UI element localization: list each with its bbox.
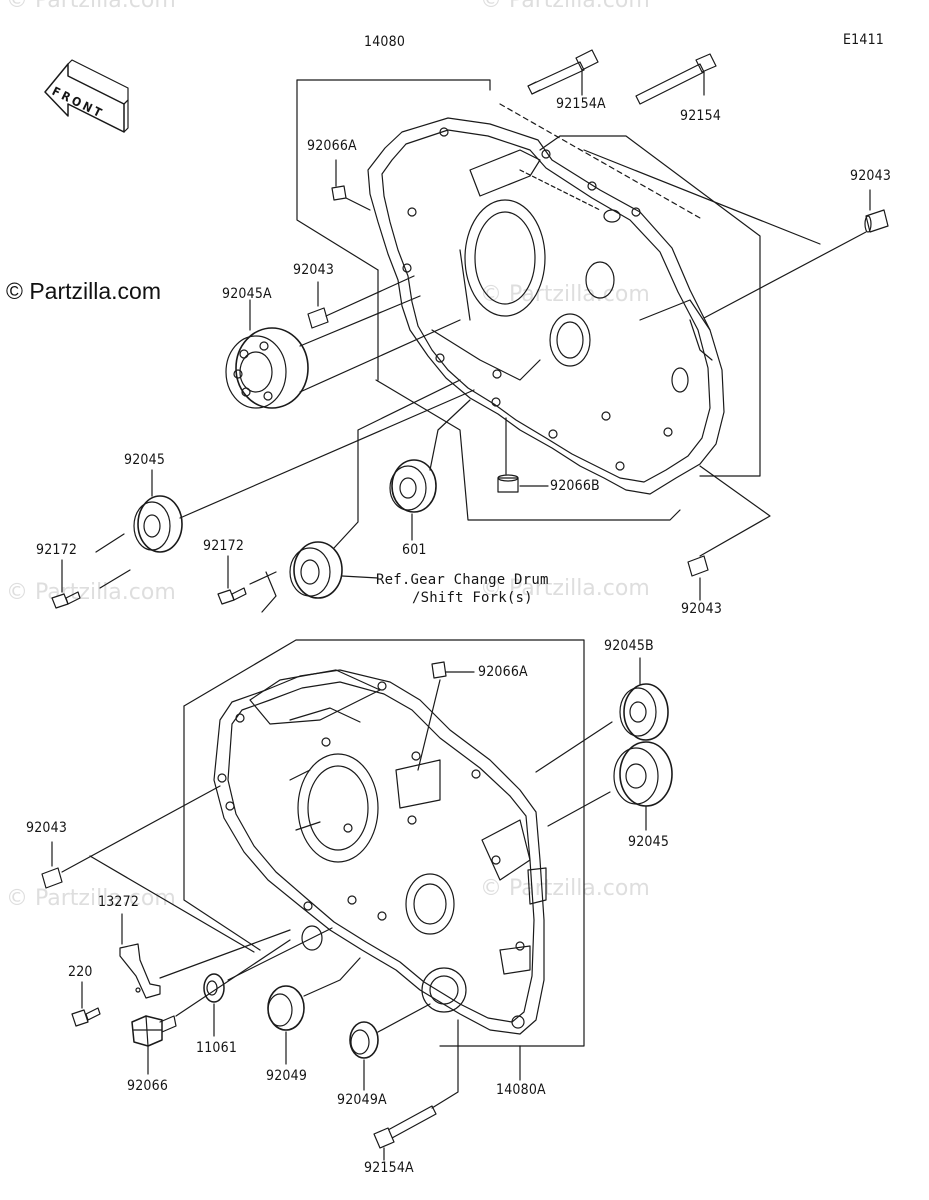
dowel-92066A-icon	[431, 661, 447, 679]
part-label-92043[interactable]: 92043	[293, 262, 335, 278]
bearing-92045-icon	[133, 495, 183, 553]
washer-11061-icon	[203, 973, 225, 1003]
dowel-92043-icon	[307, 307, 329, 329]
dowel-92066B-icon	[497, 474, 519, 493]
part-label-92066A[interactable]: 92066A	[307, 138, 357, 154]
watermark: © Partzilla.com	[480, 0, 650, 13]
screw-92172-icon	[217, 587, 247, 605]
part-label-92154A[interactable]: 92154A	[556, 96, 606, 112]
upper-crankcase-14080	[367, 117, 725, 495]
seal-92049-icon	[267, 985, 305, 1031]
watermark: © Partzilla.com	[480, 876, 650, 901]
part-label-92045A[interactable]: 92045A	[222, 286, 272, 302]
part-label-13272[interactable]: 13272	[98, 894, 140, 910]
watermark: © Partzilla.com	[6, 0, 176, 13]
part-label-92043[interactable]: 92043	[681, 601, 723, 617]
watermark: © Partzilla.com	[6, 580, 176, 605]
bearing-92045B-icon	[619, 683, 669, 741]
bearing-92045A-icon	[225, 327, 309, 409]
part-label-14080[interactable]: 14080	[364, 34, 406, 50]
watermark: © Partzilla.com	[480, 576, 650, 601]
part-label-92045[interactable]: 92045	[124, 452, 166, 468]
part-label-11061[interactable]: 11061	[196, 1040, 238, 1056]
plug-92066-icon	[131, 1015, 177, 1047]
dowel-92043-icon	[687, 555, 709, 577]
plate-13272-icon	[119, 943, 161, 999]
screw-92172-icon	[51, 591, 81, 609]
screw-220-icon	[71, 1007, 101, 1027]
part-label-92045B[interactable]: 92045B	[604, 638, 654, 654]
brand-logo: © Partzilla.com	[6, 278, 161, 304]
bolt-92154A-icon	[527, 49, 599, 95]
reference-note: Ref.Gear Change Drum	[376, 572, 549, 588]
seal-92049A-icon	[349, 1021, 379, 1059]
part-label-14080A[interactable]: 14080A	[496, 1082, 546, 1098]
part-label-92154[interactable]: 92154	[680, 108, 722, 124]
watermark: © Partzilla.com	[480, 282, 650, 307]
part-label-601[interactable]: 601	[402, 542, 427, 558]
front-arrow-icon	[44, 59, 129, 133]
part-label-92049[interactable]: 92049	[266, 1068, 308, 1084]
part-label-92043[interactable]: 92043	[26, 820, 68, 836]
bearing-601-icon	[389, 459, 437, 513]
reference-note-cont: /Shift Fork(s)	[412, 590, 533, 606]
dowel-92043-icon	[41, 867, 63, 889]
bolt-92154A-icon	[373, 1105, 437, 1149]
part-label-92066A[interactable]: 92066A	[478, 664, 528, 680]
part-label-92154A[interactable]: 92154A	[364, 1160, 414, 1176]
part-label-92066[interactable]: 92066	[127, 1078, 169, 1094]
lower-crankcase-14080A	[213, 669, 547, 1035]
bearing-92045-icon	[613, 741, 673, 807]
part-label-92049A[interactable]: 92049A	[337, 1092, 387, 1108]
part-label-220[interactable]: 220	[68, 964, 93, 980]
part-label-92043[interactable]: 92043	[850, 168, 892, 184]
bearing-ref-gear-icon	[289, 541, 343, 599]
part-label-92172[interactable]: 92172	[36, 542, 78, 558]
diagram-code: E1411	[843, 32, 885, 48]
part-label-92172[interactable]: 92172	[203, 538, 245, 554]
part-label-92066B[interactable]: 92066B	[550, 478, 600, 494]
part-label-92045[interactable]: 92045	[628, 834, 670, 850]
dowel-92043-icon	[864, 209, 889, 233]
